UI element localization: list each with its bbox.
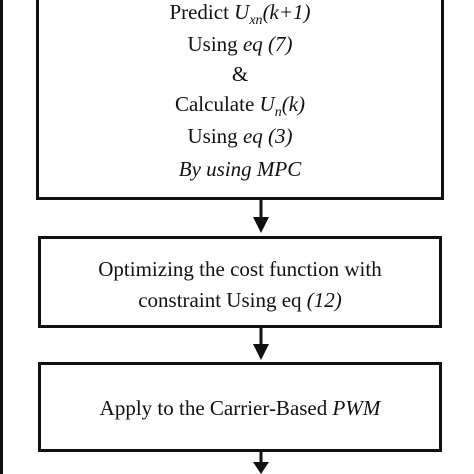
calculate-line: Calculate Un(k) [174,92,306,121]
apply-pwm-line: Apply to the Carrier-Based PWM [99,396,381,420]
arrow-down-2 [253,328,269,360]
arrow-down-3 [253,452,269,474]
predict-line: Predict Uxn(k+1) [169,0,311,29]
apply-pwm-box [38,362,442,452]
left-loop-line [0,0,3,474]
arrow-down-1 [253,199,269,233]
predict-calculate-box [36,0,444,200]
by-using-mpc-line: By using MPC [178,157,302,181]
optimize-line-1: Optimizing the cost function with [98,257,382,281]
optimize-cost-box [38,236,442,328]
ampersand-line: & [231,62,249,86]
optimize-line-2: constraint Using eq (12) [138,288,342,312]
using-eq3-line: Using eq (3) [187,124,293,148]
using-eq7-line: Using eq (7) [187,32,293,56]
